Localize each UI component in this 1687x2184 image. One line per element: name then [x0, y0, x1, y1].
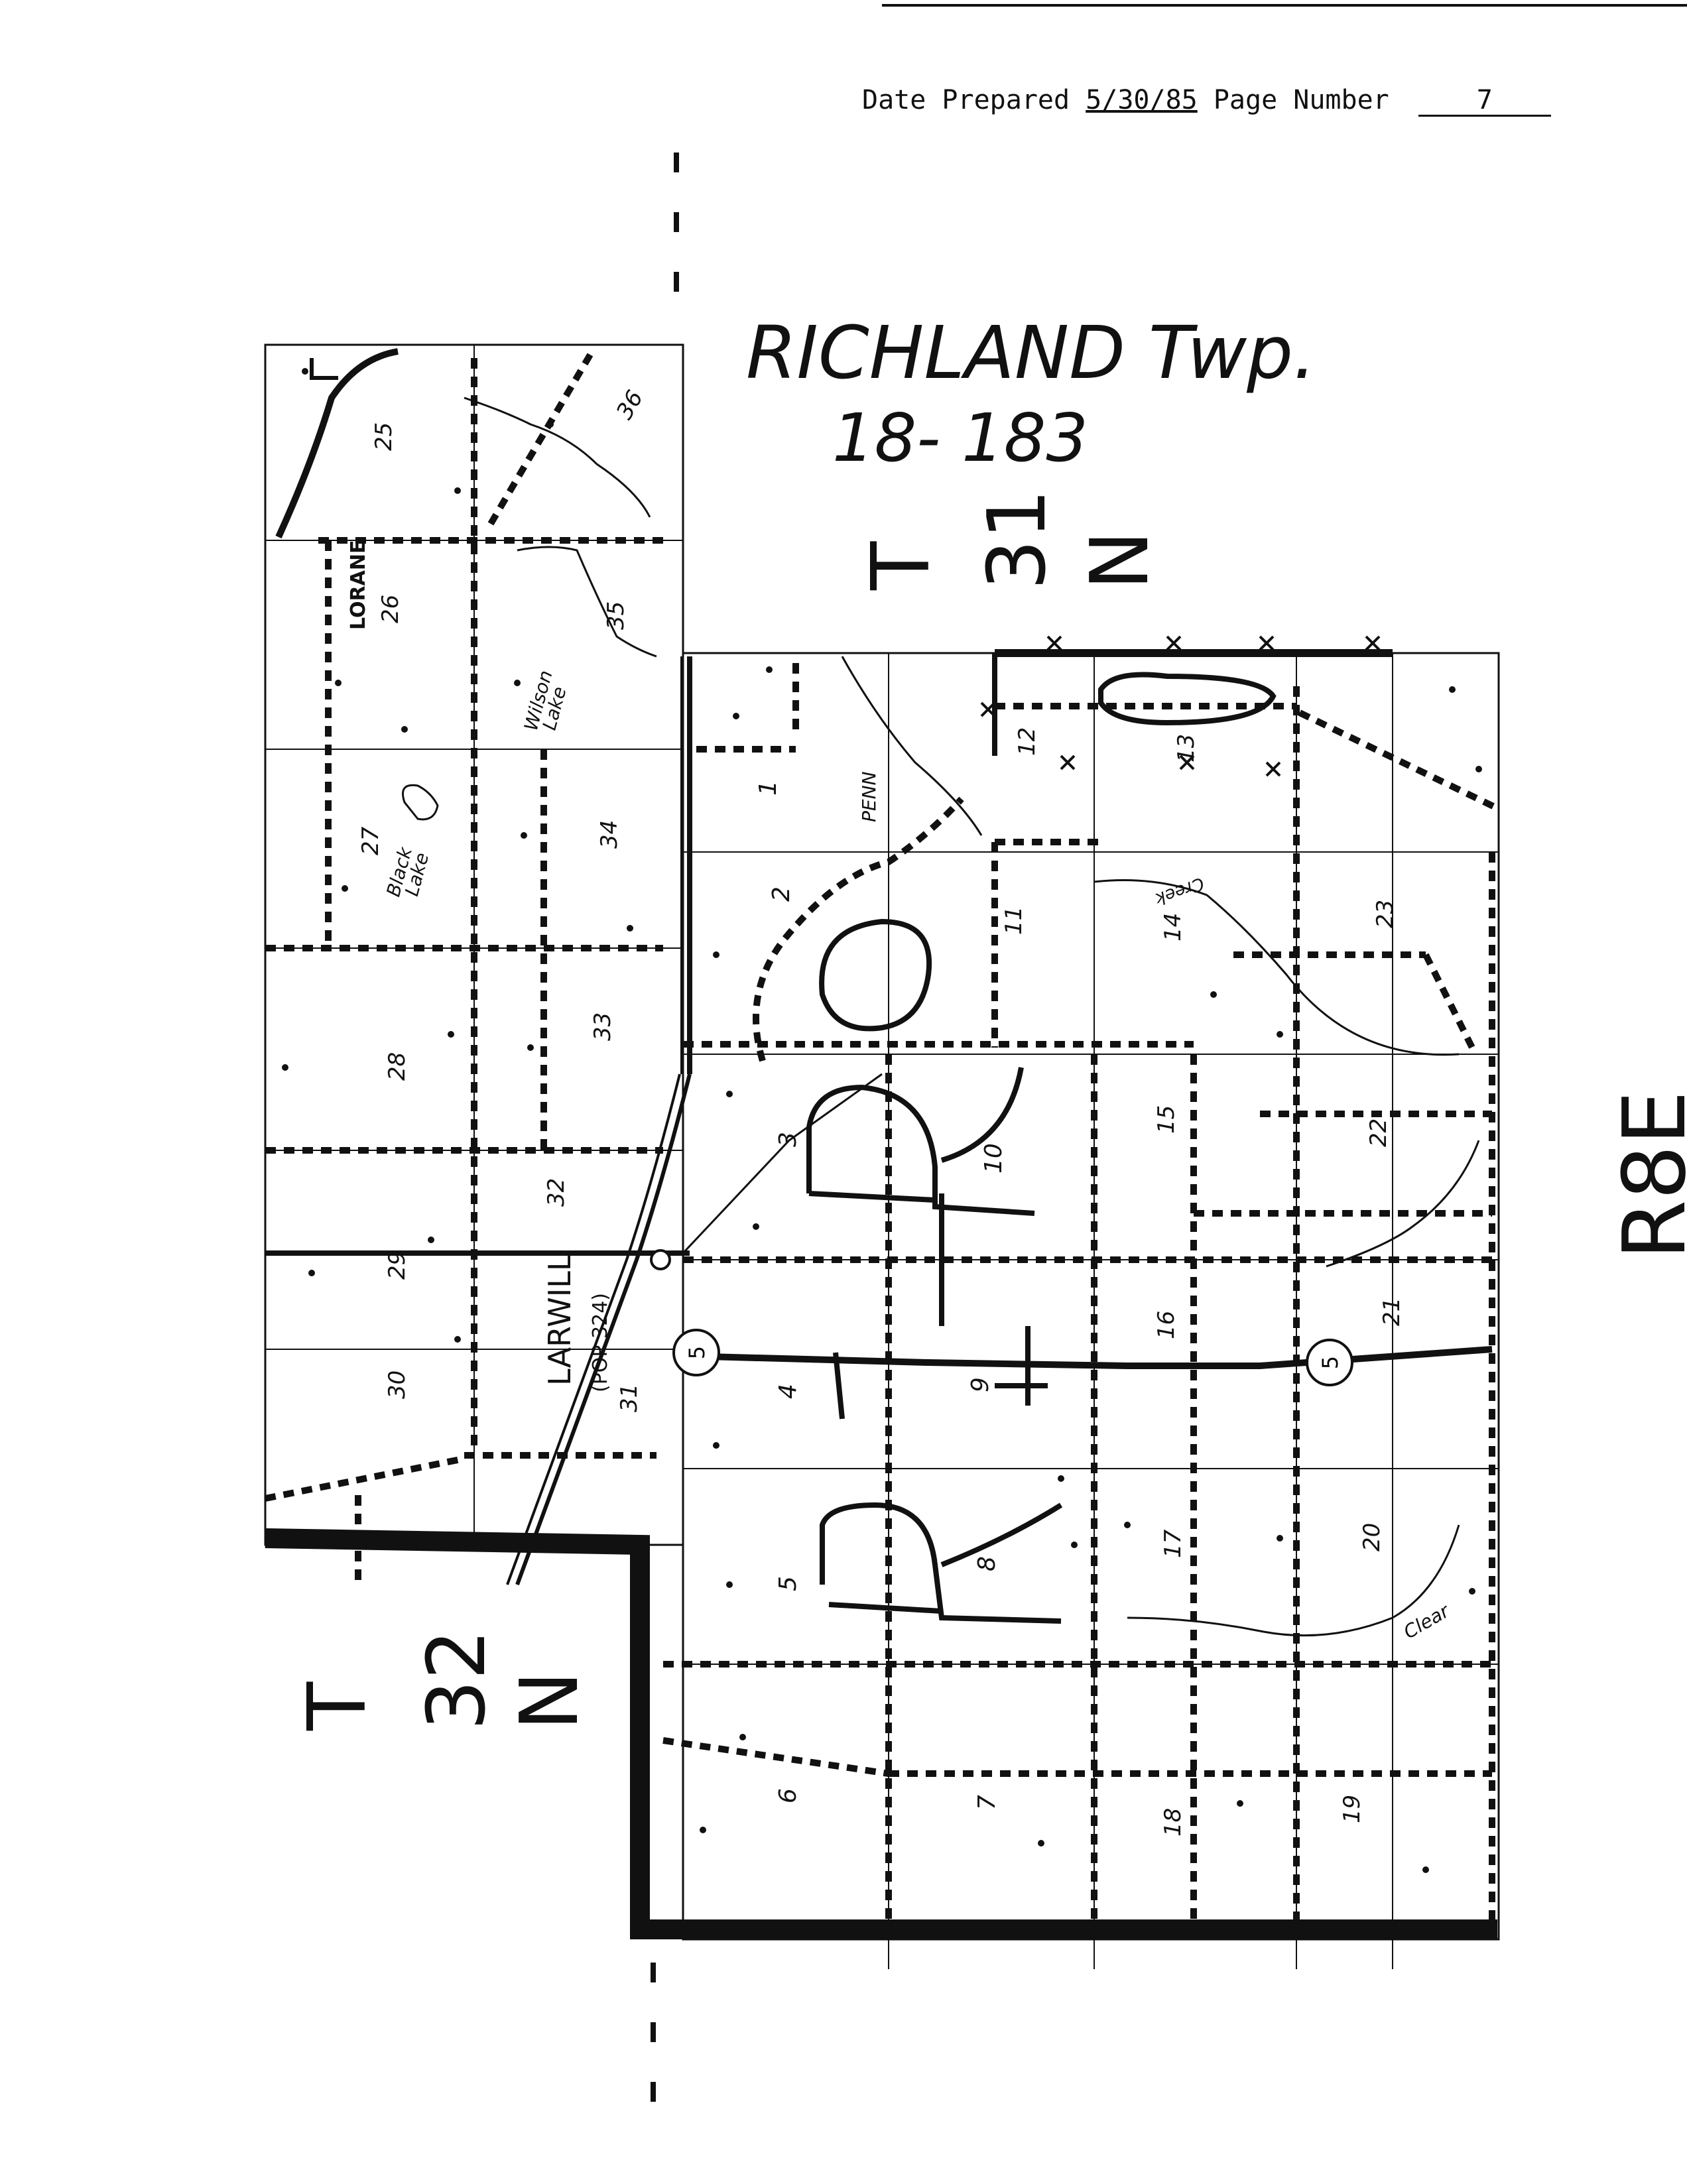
- structure-dots: [282, 368, 1482, 1873]
- section-number: 20: [1359, 1523, 1385, 1551]
- section-number: 32: [543, 1178, 570, 1207]
- date-value: 5/30/85: [1086, 85, 1198, 115]
- section-number: 33: [590, 1012, 616, 1041]
- county-line: [651, 152, 679, 2142]
- section-number: 14: [1160, 913, 1186, 941]
- section-number: 28: [384, 1052, 410, 1081]
- section-number: 26: [377, 595, 404, 623]
- west-block: [264, 343, 690, 1581]
- creek-label: Creek: [1152, 873, 1206, 909]
- page-header: Date Prepared 5/30/85 Page Number 7: [862, 85, 1551, 117]
- section-number: 22: [1365, 1119, 1392, 1147]
- population-label: (POP 324): [589, 1293, 612, 1392]
- larwill-label: LARWILL: [542, 1254, 578, 1386]
- section-number: 10: [980, 1143, 1007, 1174]
- route-marker-1: 5: [672, 1329, 720, 1376]
- hand-markings: [806, 672, 1277, 1624]
- section-number: 6: [775, 1788, 802, 1803]
- section-number: 25: [371, 422, 397, 451]
- middle-section-numbers: 1 2 3 10 4 9 5 8 6 7: [755, 780, 1007, 1810]
- streams: [464, 396, 1480, 1637]
- section-number: 3: [775, 1132, 802, 1147]
- t31-n: N: [1074, 530, 1166, 590]
- page-number: 7: [1418, 86, 1551, 117]
- township-code: 18- 183: [832, 399, 1088, 477]
- section-number: 15: [1153, 1105, 1180, 1134]
- section-number: 29: [384, 1251, 410, 1280]
- railroad: [506, 656, 692, 1586]
- t32-t: T: [292, 1681, 384, 1731]
- section-number: 18: [1160, 1808, 1186, 1837]
- section-number: 1: [755, 780, 782, 796]
- page-label: Page Number: [1213, 85, 1389, 115]
- t31-num: 31: [971, 489, 1064, 590]
- section-number: 35: [603, 601, 629, 630]
- section-number: 5: [775, 1576, 802, 1591]
- section-number: 30: [384, 1370, 410, 1399]
- section-number: 23: [1372, 900, 1399, 928]
- section-number: 4: [775, 1384, 802, 1399]
- section-number: 16: [1153, 1311, 1180, 1339]
- penn-label: PENN: [858, 771, 880, 822]
- route-number: 5: [1318, 1356, 1343, 1369]
- section-number: 13: [1173, 734, 1200, 762]
- x-marks: [980, 635, 1381, 777]
- date-label: Date Prepared: [862, 85, 1070, 115]
- section-number: 11: [1001, 906, 1027, 935]
- section-number: 36: [611, 386, 649, 424]
- t32-n: N: [504, 1671, 596, 1730]
- section-number: 27: [357, 826, 384, 855]
- black-lake-shape: [402, 784, 439, 821]
- section-number: 17: [1160, 1529, 1186, 1558]
- town-marker: [650, 1249, 671, 1270]
- section-number: 34: [596, 820, 623, 849]
- route-marker-2: 5: [1306, 1339, 1353, 1386]
- township-t31n: T 31 N: [855, 489, 1166, 591]
- west-section-numbers: 25 36 26 35 27 34 28 33 29 32 30 31: [357, 386, 649, 1412]
- section-number: 9: [967, 1377, 994, 1392]
- township-t32n: T 32 N: [292, 1629, 596, 1731]
- t32-num: 32: [411, 1629, 503, 1730]
- range-label: R8E: [1604, 1091, 1687, 1260]
- section-number: 19: [1339, 1795, 1365, 1823]
- t31-t: T: [855, 541, 948, 591]
- section-number: 2: [768, 886, 795, 902]
- east-block: [662, 649, 1501, 1969]
- lorane-label: LORANE: [347, 540, 370, 630]
- route-number: 5: [684, 1346, 710, 1359]
- township-title: RICHLAND Twp.: [746, 310, 1316, 395]
- section-number: 12: [1014, 727, 1040, 756]
- section-number: 7: [973, 1795, 1001, 1810]
- section-number: 8: [973, 1556, 1001, 1571]
- section-number: 21: [1379, 1298, 1405, 1326]
- township-boundary: [265, 1528, 1497, 1939]
- east-section-numbers: 12 13 11 14 23 15 22 16 21 17 20 18 19: [1001, 727, 1405, 1837]
- section-number: 31: [616, 1384, 643, 1412]
